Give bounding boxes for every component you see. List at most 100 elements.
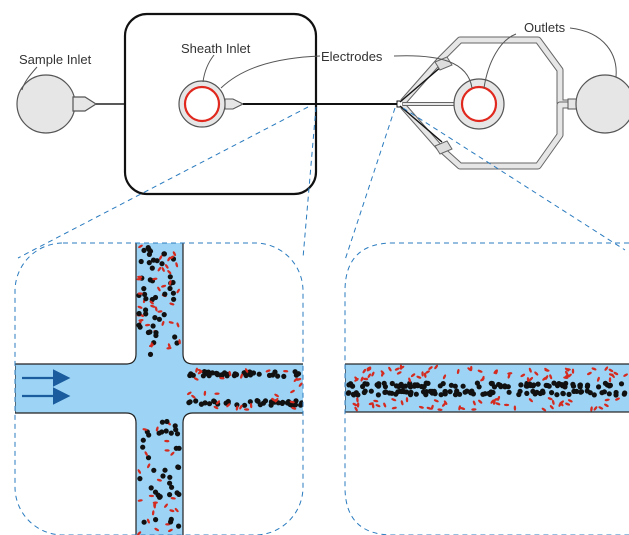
cell-particle: [421, 389, 427, 395]
small-particle: [244, 408, 250, 411]
cell-particle: [618, 381, 625, 387]
small-particle: [477, 369, 483, 373]
cell-particle: [147, 351, 154, 357]
sheath-inlet-reservoir: [178, 80, 245, 128]
small-particle: [428, 366, 433, 370]
cell-particle: [482, 391, 488, 397]
cell-particle: [596, 384, 602, 390]
cell-particle: [247, 370, 254, 376]
cell-particle: [361, 389, 367, 396]
cell-particle: [138, 258, 144, 265]
small-particle: [154, 527, 160, 532]
small-particle: [367, 373, 371, 379]
small-particle: [214, 392, 220, 395]
electrode-ring-outlet: [460, 85, 498, 123]
small-particle: [381, 371, 384, 377]
small-particle: [157, 286, 161, 292]
cell-particle: [160, 473, 166, 479]
small-particle: [166, 346, 172, 350]
small-particle: [520, 373, 526, 378]
small-particle: [153, 503, 156, 509]
cell-particle: [242, 402, 248, 408]
small-particle: [298, 382, 303, 387]
small-particle: [283, 369, 289, 373]
small-particle: [528, 376, 534, 382]
cell-particle: [527, 381, 533, 387]
cell-particle: [407, 380, 413, 387]
small-particle: [147, 463, 151, 469]
cell-particle: [566, 391, 572, 397]
cell-particle: [272, 369, 278, 375]
small-particle: [168, 528, 173, 532]
small-particle: [203, 390, 207, 396]
small-particle: [623, 373, 628, 377]
small-particle: [421, 371, 424, 377]
cell-particle: [427, 388, 433, 394]
focused-particles: [345, 364, 628, 412]
small-particle: [176, 288, 180, 294]
cell-particle: [585, 382, 591, 388]
small-particle: [164, 449, 170, 452]
small-particle: [504, 403, 510, 407]
small-particle: [172, 251, 177, 257]
cell-particle: [420, 384, 427, 390]
cell-particle: [169, 484, 175, 490]
cell-particle: [350, 383, 356, 389]
label-leader-lines: [21, 27, 617, 91]
cell-particle: [159, 261, 165, 267]
zoom-panel-focusing: [14, 242, 304, 535]
cell-particle: [175, 464, 181, 470]
cell-particle: [540, 390, 546, 396]
cell-particle: [279, 400, 285, 406]
small-particle: [472, 400, 476, 406]
label-outlets: Outlets: [524, 20, 566, 35]
cell-particle: [146, 260, 152, 266]
cell-particle: [298, 402, 303, 408]
small-particle: [165, 264, 169, 269]
cell-particle: [518, 382, 524, 388]
small-particle: [145, 323, 151, 327]
small-particle: [170, 497, 176, 500]
cell-particle: [173, 427, 179, 433]
small-particle: [167, 343, 171, 349]
small-particle: [567, 399, 573, 403]
small-particle: [137, 531, 142, 535]
cell-particle: [376, 383, 382, 389]
cell-particle: [386, 390, 393, 396]
cell-particle: [393, 383, 399, 389]
small-particle: [375, 404, 381, 408]
small-particle: [399, 364, 403, 370]
small-particle: [563, 376, 569, 379]
small-particle: [154, 306, 158, 312]
cell-particle: [170, 279, 176, 286]
cell-particle: [173, 445, 179, 451]
cell-particle: [143, 311, 149, 317]
focusing-particles: [136, 244, 303, 535]
cell-particle: [136, 322, 142, 328]
small-particle: [155, 426, 159, 432]
small-particle: [137, 499, 143, 502]
cell-particle: [554, 383, 561, 389]
small-particle: [176, 322, 180, 328]
small-particle: [356, 397, 359, 403]
small-particle: [249, 403, 253, 409]
cell-particle: [613, 389, 619, 396]
small-particle: [443, 400, 448, 405]
cell-particle: [170, 290, 176, 296]
cell-particle: [534, 389, 540, 395]
small-particle: [430, 404, 434, 410]
small-particle: [149, 300, 154, 305]
small-particle: [164, 503, 168, 508]
small-particle: [410, 373, 416, 378]
small-particle: [169, 255, 175, 260]
cell-particle: [447, 389, 453, 395]
cell-particle: [174, 340, 180, 346]
label-sample-inlet: Sample Inlet: [19, 52, 92, 67]
cell-particle: [602, 380, 609, 386]
cell-particle: [413, 391, 419, 397]
small-particle: [161, 320, 165, 326]
small-particle: [167, 270, 172, 275]
small-particle: [460, 407, 466, 410]
cell-particle: [268, 402, 274, 408]
small-particle: [507, 372, 513, 375]
